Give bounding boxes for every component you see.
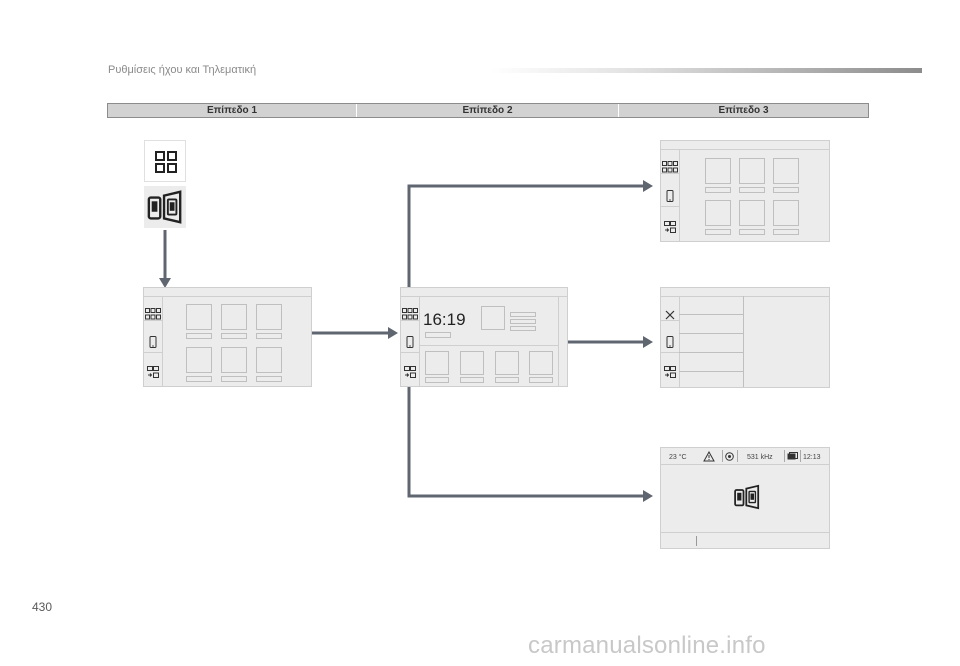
connected-phones-icon[interactable] <box>733 483 761 511</box>
list-item[interactable] <box>679 352 743 353</box>
phone-icon[interactable] <box>666 190 674 202</box>
screen-divider <box>558 296 559 386</box>
settings-icon[interactable] <box>147 366 159 378</box>
app-tile-label <box>739 187 765 193</box>
app-tile-label <box>705 187 731 193</box>
list-item[interactable] <box>679 371 743 372</box>
shortcut-label <box>460 377 484 383</box>
mirror-screen: 23 °C 531 kHz 12:13 <box>660 447 830 549</box>
grid-icon <box>155 151 177 173</box>
app-tile-label <box>773 229 799 235</box>
list-item[interactable] <box>679 333 743 334</box>
list-item[interactable] <box>679 314 743 315</box>
app-tile[interactable] <box>221 304 247 330</box>
app-tile-label <box>256 376 282 382</box>
app-tile[interactable] <box>739 200 765 226</box>
clock: 16:19 <box>423 310 466 329</box>
sidebar <box>661 149 680 241</box>
settings-icon[interactable] <box>404 366 416 378</box>
grid-icon[interactable] <box>402 308 418 320</box>
settings-icon[interactable] <box>664 221 676 233</box>
app-tile[interactable] <box>705 200 731 226</box>
app-tile-label <box>773 187 799 193</box>
grid-icon[interactable] <box>145 308 161 320</box>
app-tile-label <box>186 376 212 382</box>
arrow-to-radio-screen <box>407 378 653 502</box>
temperature: 23 °C <box>669 454 687 461</box>
sidebar <box>661 296 680 387</box>
shortcut-label <box>495 377 519 383</box>
media-info-line <box>510 312 536 317</box>
date-label <box>425 332 451 338</box>
page-number: 430 <box>32 600 53 614</box>
shortcut-label <box>529 377 553 383</box>
app-tile[interactable] <box>773 158 799 184</box>
shortcut-tile[interactable] <box>529 351 553 375</box>
app-tile[interactable] <box>186 347 212 373</box>
app-tile[interactable] <box>705 158 731 184</box>
app-tile-label <box>186 333 212 339</box>
shortcut-tile[interactable] <box>460 351 484 375</box>
list-screen <box>660 287 830 388</box>
messages-icon[interactable] <box>787 452 798 460</box>
radio-frequency[interactable]: 531 kHz <box>747 454 773 461</box>
list-panel-border <box>743 296 744 387</box>
app-tile-label <box>221 376 247 382</box>
phone-icon[interactable] <box>666 336 674 348</box>
arrow-icon-to-screen <box>159 230 171 288</box>
app-tile-label <box>739 229 765 235</box>
app-tile-label <box>705 229 731 235</box>
app-tile[interactable] <box>186 304 212 330</box>
media-info-line <box>510 319 536 324</box>
level-2-label: Επίπεδο 2 <box>357 104 619 117</box>
phone-icon[interactable] <box>406 336 414 348</box>
app-tile[interactable] <box>221 347 247 373</box>
applications-button[interactable] <box>144 140 186 182</box>
warning-icon[interactable] <box>703 451 715 462</box>
close-icon[interactable] <box>665 310 675 320</box>
shortcut-tile[interactable] <box>495 351 519 375</box>
sidebar <box>401 296 420 386</box>
applications-screen <box>143 287 312 387</box>
phone-icon[interactable] <box>149 336 157 348</box>
level-bar: Επίπεδο 1 Επίπεδο 2 Επίπεδο 3 <box>107 103 869 118</box>
settings-icon[interactable] <box>664 366 676 378</box>
level-3-label: Επίπεδο 3 <box>718 105 769 116</box>
navigation-icon[interactable] <box>725 452 734 461</box>
applications-screen-level3 <box>660 140 830 242</box>
app-tile[interactable] <box>739 158 765 184</box>
home-screen: 16:19 <box>400 287 568 387</box>
app-tile[interactable] <box>256 304 282 330</box>
media-info-line <box>510 326 536 331</box>
app-tile[interactable] <box>773 200 799 226</box>
app-tile[interactable] <box>256 347 282 373</box>
shortcut-tile[interactable] <box>425 351 449 375</box>
app-tile-label <box>221 333 247 339</box>
media-artwork[interactable] <box>481 306 505 330</box>
app-tile-label <box>256 333 282 339</box>
watermark: carmanualsonline.info <box>528 632 766 659</box>
arrow-to-apps-screen <box>407 180 653 318</box>
section-title: Ρυθμίσεις ήχου και Τηλεματική <box>108 64 257 76</box>
mirror-screen-button[interactable] <box>144 186 186 228</box>
level-1-label: Επίπεδο 1 <box>108 104 357 117</box>
grid-icon[interactable] <box>662 161 678 173</box>
shortcut-label <box>425 377 449 383</box>
header-rule <box>490 68 922 73</box>
sidebar <box>144 296 163 386</box>
status-time: 12:13 <box>803 454 821 461</box>
